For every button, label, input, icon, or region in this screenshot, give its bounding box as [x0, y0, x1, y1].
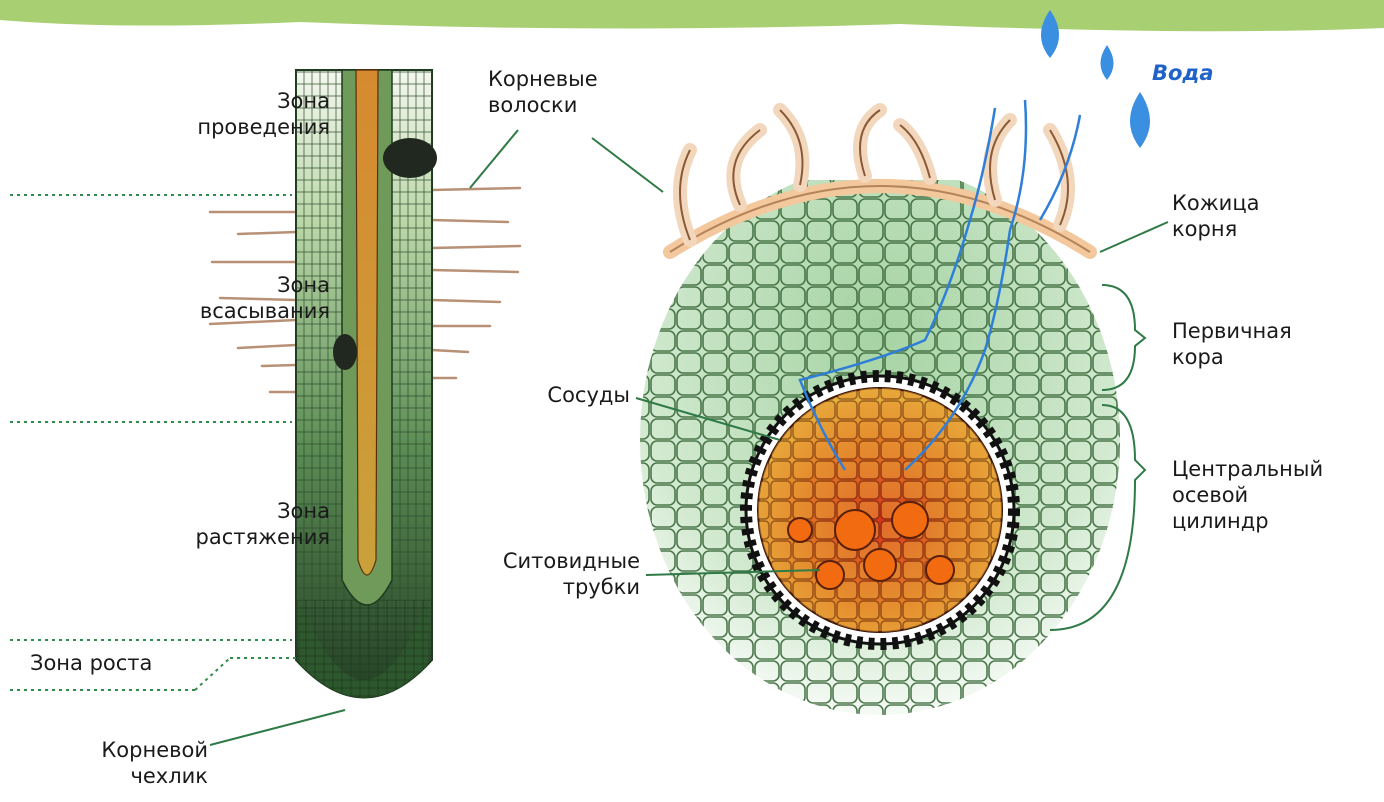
label-zone-absorption: Зона всасывания: [150, 272, 330, 324]
water-drop-icon: [1041, 10, 1150, 148]
label-vessels: Сосуды: [480, 382, 630, 408]
label-root-hairs-line2: волоски: [488, 92, 598, 118]
label-zone-elongation-line2: растяжения: [150, 524, 330, 550]
label-root-cap: Корневой чехлик: [20, 737, 208, 789]
label-primary-cortex-line2: кора: [1172, 344, 1292, 370]
label-central-cylinder-line3: цилиндр: [1172, 508, 1323, 534]
label-zone-conduction-line1: Зона: [150, 88, 330, 114]
label-central-cylinder: Центральный осевой цилиндр: [1172, 456, 1323, 534]
label-zone-conduction: Зона проведения: [150, 88, 330, 140]
label-central-cylinder-line2: осевой: [1172, 482, 1323, 508]
label-root-hairs-line1: Корневые: [488, 66, 598, 92]
label-zone-absorption-line1: Зона: [150, 272, 330, 298]
label-root-epidermis: Кожица корня: [1172, 190, 1260, 242]
label-sieve-tubes-line2: трубки: [440, 574, 640, 600]
top-banner: [0, 0, 1384, 31]
label-primary-cortex: Первичная кора: [1172, 318, 1292, 370]
label-zone-growth: Зона роста: [30, 650, 152, 676]
label-sieve-tubes-line1: Ситовидные: [440, 548, 640, 574]
label-root-cap-line2: чехлик: [20, 763, 208, 789]
label-primary-cortex-line1: Первичная: [1172, 318, 1292, 344]
label-root-epidermis-line1: Кожица: [1172, 190, 1260, 216]
label-zone-elongation-line1: Зона: [150, 498, 330, 524]
zone-separators: [10, 195, 298, 690]
label-root-cap-line1: Корневой: [20, 737, 208, 763]
label-root-hairs: Корневые волоски: [488, 66, 598, 118]
label-zone-absorption-line2: всасывания: [150, 298, 330, 324]
label-zone-conduction-line2: проведения: [150, 114, 330, 140]
label-sieve-tubes: Ситовидные трубки: [440, 548, 640, 600]
label-zone-elongation: Зона растяжения: [150, 498, 330, 550]
label-root-epidermis-line2: корня: [1172, 216, 1260, 242]
label-water: Вода: [1152, 60, 1214, 86]
cross-section: [620, 10, 1150, 720]
label-central-cylinder-line1: Центральный: [1172, 456, 1323, 482]
root-hair-base-blob: [383, 138, 437, 178]
